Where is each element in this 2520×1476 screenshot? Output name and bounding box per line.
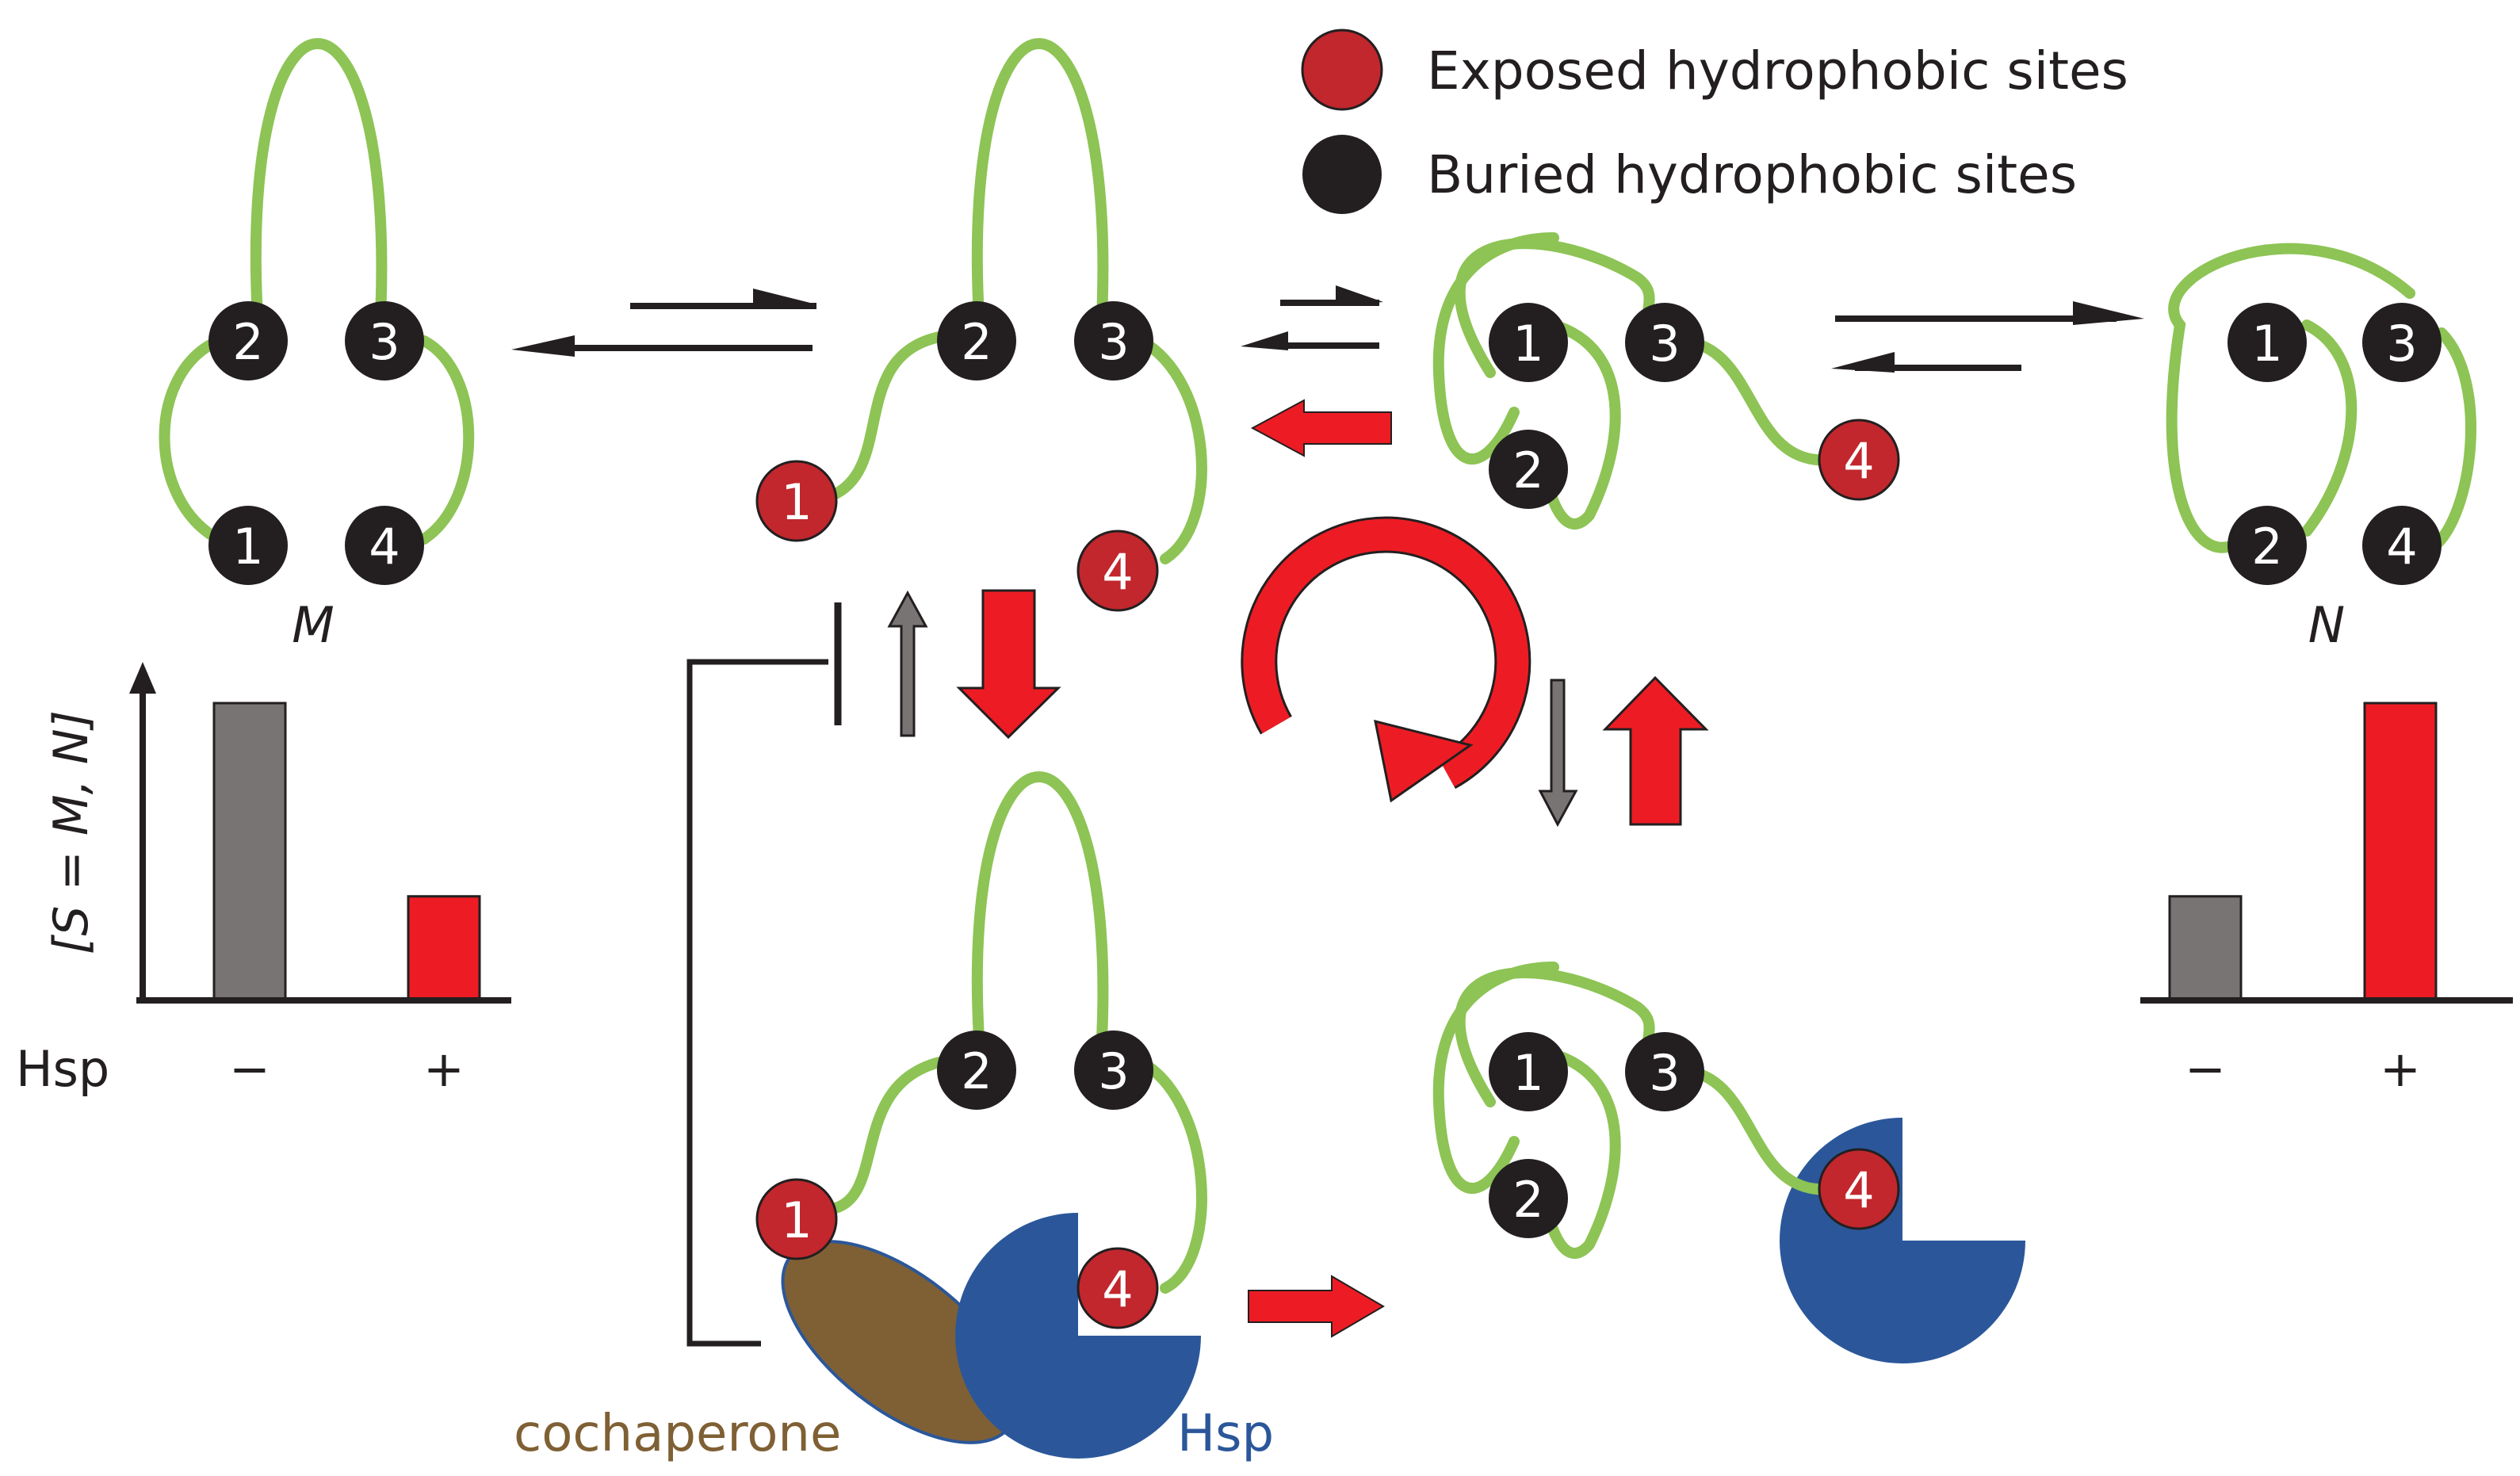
equilibrium-arrows-i-n	[1831, 301, 2144, 373]
exposed-site-4	[1076, 530, 1159, 612]
exposed-site-1	[755, 460, 838, 542]
gray-arrow-up	[887, 590, 928, 737]
intermediate-sites: 1 3 2 4	[1489, 303, 1900, 509]
site-3-label: 3	[369, 313, 400, 371]
svg-text:3: 3	[1098, 313, 1129, 371]
svg-text:3: 3	[1098, 1042, 1129, 1100]
gray-arrow-down	[1538, 679, 1578, 828]
misfolded-label: M	[292, 596, 335, 654]
svg-text:3: 3	[1649, 315, 1680, 373]
bound-sites: 2 3 1 4	[755, 1031, 1159, 1329]
tick-plus: +	[423, 1040, 465, 1098]
equilibrium-arrows-u-i	[1241, 285, 1383, 350]
svg-text:2: 2	[1512, 442, 1543, 499]
legend-exposed-marker	[1301, 29, 1383, 111]
bound-state	[827, 771, 1207, 1294]
site-4	[345, 506, 424, 585]
bar-minus	[2168, 895, 2243, 1002]
chain-segment	[250, 38, 388, 323]
hsp-axis-label: Hsp	[16, 1040, 109, 1098]
site-1	[208, 506, 288, 585]
inhibition-bracket	[686, 602, 842, 1347]
bar-plus	[2363, 702, 2438, 1002]
equilibrium-arrows-m-u	[511, 289, 816, 357]
released-sites: 1 3 2 4	[1489, 1032, 1900, 1238]
red-arrow-right	[1248, 1275, 1385, 1338]
native-label: N	[2308, 596, 2345, 654]
hsp-shape-free	[1780, 1118, 2025, 1363]
unfolded-sites: 2 3 1 4	[755, 301, 1159, 612]
svg-text:3: 3	[1649, 1044, 1680, 1102]
unfolded-state	[827, 38, 1207, 564]
svg-text:1: 1	[2251, 315, 2282, 373]
svg-text:4: 4	[2386, 518, 2417, 575]
legend-buried-marker	[1302, 135, 1382, 214]
tick-minus: −	[2185, 1040, 2226, 1098]
svg-text:4: 4	[1102, 543, 1133, 601]
y-axis-arrowhead	[129, 662, 156, 694]
tick-minus: −	[229, 1040, 270, 1098]
svg-text:2: 2	[2251, 518, 2282, 575]
misfolded-state	[159, 38, 475, 545]
chain-segment	[159, 335, 224, 545]
svg-text:1: 1	[1512, 315, 1543, 373]
tick-plus: +	[2380, 1040, 2421, 1098]
chain-segment	[419, 335, 475, 545]
svg-text:4: 4	[1843, 432, 1874, 490]
hsp-label: Hsp	[1177, 1405, 1274, 1463]
red-arrow-down	[956, 589, 1061, 740]
red-arrow-left	[1250, 399, 1392, 457]
svg-text:2: 2	[1512, 1171, 1543, 1229]
svg-text:1: 1	[781, 1191, 812, 1249]
site-2-label: 2	[232, 313, 263, 371]
cochaperone-label: cochaperone	[514, 1405, 841, 1463]
bar-plus	[407, 895, 481, 1002]
svg-text:1: 1	[781, 473, 812, 531]
legend: Exposed hydrophobic sites Buried hydroph…	[1301, 29, 2128, 214]
svg-text:2: 2	[961, 1042, 992, 1100]
bar-minus	[212, 702, 287, 1002]
hsp-shape	[955, 1213, 1201, 1459]
svg-text:4: 4	[1843, 1161, 1874, 1219]
native-sites: 1 3 2 4	[2227, 303, 2442, 585]
y-axis-label: [S = M, N]	[44, 710, 99, 954]
svg-text:4: 4	[1102, 1260, 1133, 1318]
legend-buried-text: Buried hydrophobic sites	[1427, 144, 2077, 205]
svg-text:3: 3	[2386, 315, 2417, 373]
svg-text:1: 1	[1512, 1044, 1543, 1102]
site-3	[345, 301, 424, 380]
cycle-arrow	[1241, 516, 1532, 803]
native-state	[2166, 243, 2476, 553]
svg-text:2: 2	[961, 313, 992, 371]
site-4-label: 4	[369, 518, 400, 575]
site-2	[208, 301, 288, 380]
bar-chart-misfolded: [S = M, N] Hsp − +	[16, 662, 511, 1098]
legend-exposed-text: Exposed hydrophobic sites	[1427, 40, 2128, 101]
red-arrow-up	[1602, 675, 1709, 826]
bar-chart-native: − +	[2140, 702, 2513, 1098]
misfolded-sites: 2 3 1 4	[208, 301, 424, 585]
site-1-label: 1	[232, 518, 263, 575]
